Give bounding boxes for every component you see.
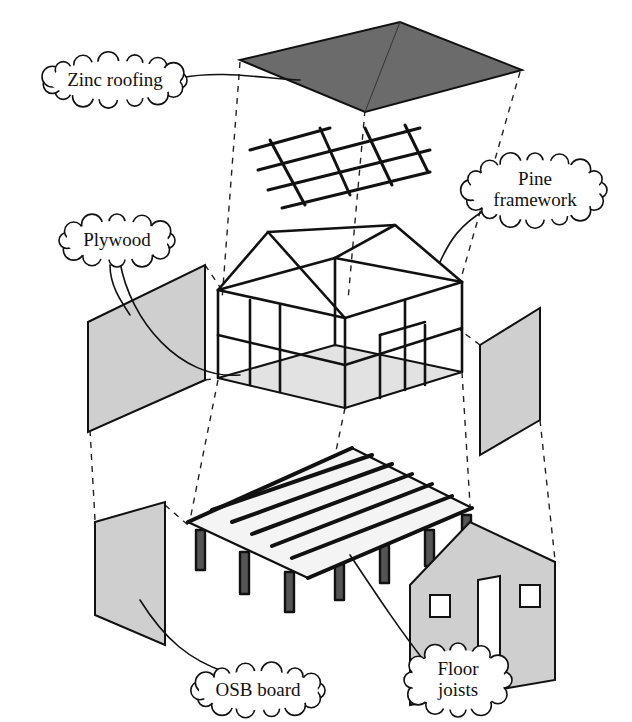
zinc-roof-sheet [240, 22, 522, 112]
pine-wall-frame [218, 225, 462, 408]
plywood-panel-left [88, 265, 205, 432]
cloud-callout: Plywood [60, 215, 174, 266]
roof-trusses [250, 125, 430, 208]
cloud-callout: OSB board [193, 665, 324, 716]
callout-label: Zinc roofing [67, 70, 163, 91]
cloud-callout: Floor joists [405, 644, 511, 716]
plywood-panel-right [480, 308, 540, 455]
leader-lines [110, 75, 485, 672]
cloud-fill [199, 671, 318, 710]
callout-label: OSB board [216, 680, 301, 701]
roof-ridge [365, 22, 400, 112]
cloud-fill [66, 221, 168, 260]
cloud-callout: Zinc roofing [44, 55, 186, 106]
callout-label: Plywood [83, 230, 151, 251]
cloud-fill [470, 160, 600, 220]
osb-panel-left [95, 502, 165, 645]
callout-label: Pine framework [487, 169, 583, 211]
cloud-fill [50, 61, 180, 100]
cloud-callout: Pine framework [464, 154, 606, 226]
cloud-fill [411, 650, 505, 710]
callout-label: Floor joists [428, 659, 488, 701]
